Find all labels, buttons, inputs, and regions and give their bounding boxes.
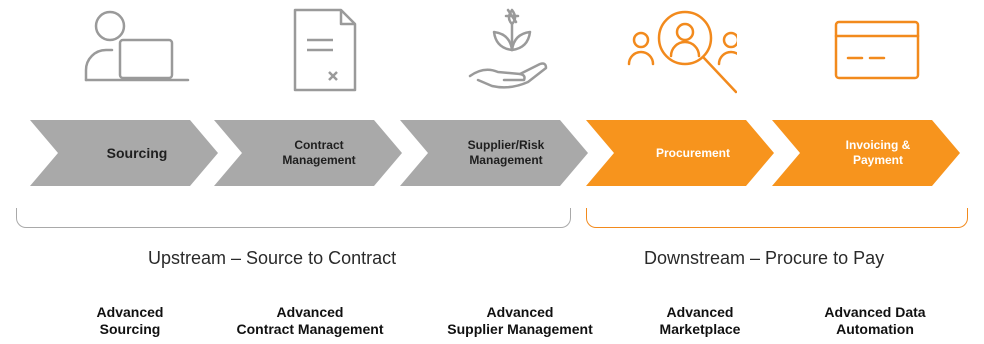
stage-chevron-5: [772, 120, 960, 186]
stage-label-contract-management: Contract Management: [282, 138, 356, 167]
stage-chevron-3: [400, 120, 588, 186]
downstream-phase-label: Downstream – Procure to Pay: [644, 248, 885, 268]
solution-advanced-supplier-management: Advanced Supplier Management: [447, 304, 593, 337]
stage-chevron-1: [30, 120, 218, 186]
process-flow: [30, 120, 960, 186]
downstream-bracket: [586, 208, 968, 228]
contract-document-icon: [273, 6, 383, 98]
stage-label-procurement: Procurement: [655, 145, 731, 160]
upstream-bracket: [16, 208, 571, 228]
solution-advanced-data-automation: Advanced Data Automation: [824, 304, 926, 337]
stage-label-sourcing: Sourcing: [106, 144, 168, 161]
user-laptop-icon: [80, 6, 190, 98]
credit-card-icon: [820, 6, 930, 98]
stage-label-supplier-risk-management: Supplier/Risk Management: [467, 138, 545, 167]
stage-chevron-2: [214, 120, 402, 186]
hand-plant-icon: [466, 6, 576, 98]
upstream-phase-label: Upstream – Source to Contract: [148, 248, 397, 268]
stage-chevron-4: [586, 120, 774, 186]
solution-advanced-contract-management: Advanced Contract Management: [236, 304, 384, 337]
stage-label-invoicing-payment: Invoicing & Payment: [845, 138, 911, 167]
people-search-icon: [627, 6, 745, 98]
solution-advanced-marketplace: Advanced Marketplace: [659, 304, 741, 337]
solution-advanced-sourcing: Advanced Sourcing: [96, 304, 164, 337]
